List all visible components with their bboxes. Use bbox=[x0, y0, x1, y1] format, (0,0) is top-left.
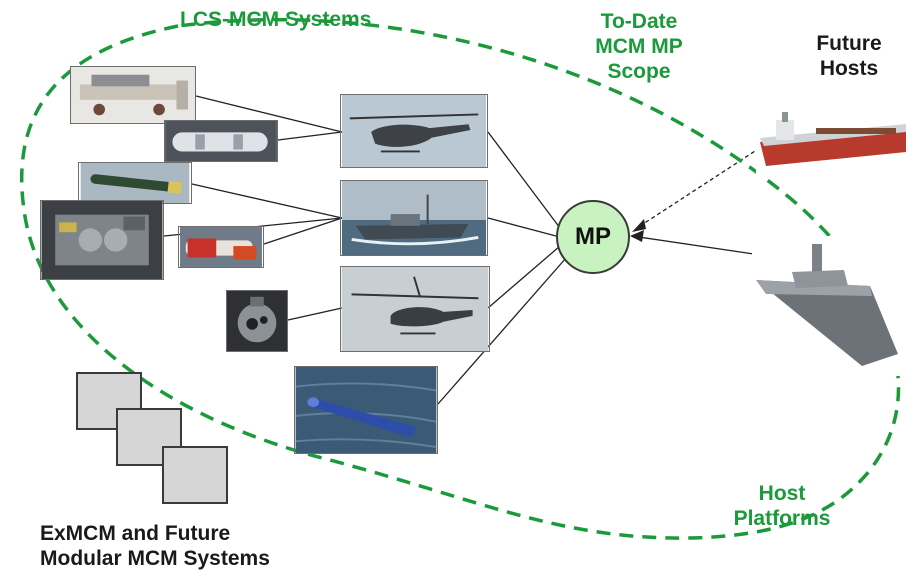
sensor-red-unit-photo bbox=[178, 226, 264, 268]
mp-node-label: MP bbox=[575, 223, 611, 250]
link-sensor3-boat bbox=[191, 183, 343, 219]
helicopter-photo bbox=[340, 94, 488, 168]
host-platforms-label: Host Platforms bbox=[720, 482, 844, 532]
exmcm-line1: ExMCM and Future bbox=[40, 522, 231, 545]
sensor-sonar-pod-photo bbox=[164, 120, 278, 162]
uav-drone-photo bbox=[340, 266, 490, 352]
host-platforms-line1: Host bbox=[758, 482, 806, 505]
link-future-host-mp bbox=[639, 139, 773, 227]
arrow-head bbox=[632, 219, 646, 232]
link-sensor6-drone bbox=[287, 307, 343, 321]
exmcm-line2: Modular MCM Systems bbox=[40, 546, 270, 570]
link-sensor5-boat bbox=[263, 217, 343, 245]
sensor-neutralizer-photo bbox=[78, 162, 192, 204]
future-hosts-line1: Future bbox=[816, 32, 882, 55]
sensor-laser-system-photo bbox=[40, 200, 164, 280]
uuv-photo bbox=[294, 366, 438, 454]
exmcm-label: ExMCM and Future Modular MCM Systems bbox=[40, 522, 270, 572]
future-hosts-line2: Hosts bbox=[819, 56, 879, 80]
usv-boat-photo bbox=[340, 180, 488, 256]
mp-node: MP bbox=[556, 200, 630, 274]
scope-boundary bbox=[19, 17, 901, 540]
to-date-line1: To-Date bbox=[600, 10, 678, 33]
lcs-ship-photo bbox=[752, 236, 904, 376]
sensor-camera-turret-photo bbox=[226, 290, 288, 352]
lcs-mcm-systems-label: LCS-MCM Systems bbox=[180, 8, 372, 31]
future-host-ship-photo bbox=[756, 108, 910, 178]
sensor-towed-body-photo bbox=[70, 66, 196, 124]
link-drone-mp bbox=[487, 245, 561, 309]
link-sensor2-helo bbox=[277, 131, 343, 141]
link-helo-mp bbox=[487, 131, 561, 229]
arrow-head-solid bbox=[630, 230, 644, 242]
link-boat-mp bbox=[487, 217, 557, 237]
exmcm-box-3 bbox=[162, 446, 228, 504]
future-hosts-label: Future Hosts bbox=[810, 32, 888, 82]
to-date-line3: Scope bbox=[607, 59, 671, 83]
to-date-line2: MCM MP bbox=[595, 34, 683, 58]
link-sensor1-helo bbox=[195, 95, 343, 133]
to-date-mcm-mp-scope-label: To-Date MCM MP Scope bbox=[574, 10, 704, 84]
link-uuv-mp bbox=[437, 257, 567, 405]
host-platforms-line2: Platforms bbox=[733, 506, 831, 530]
